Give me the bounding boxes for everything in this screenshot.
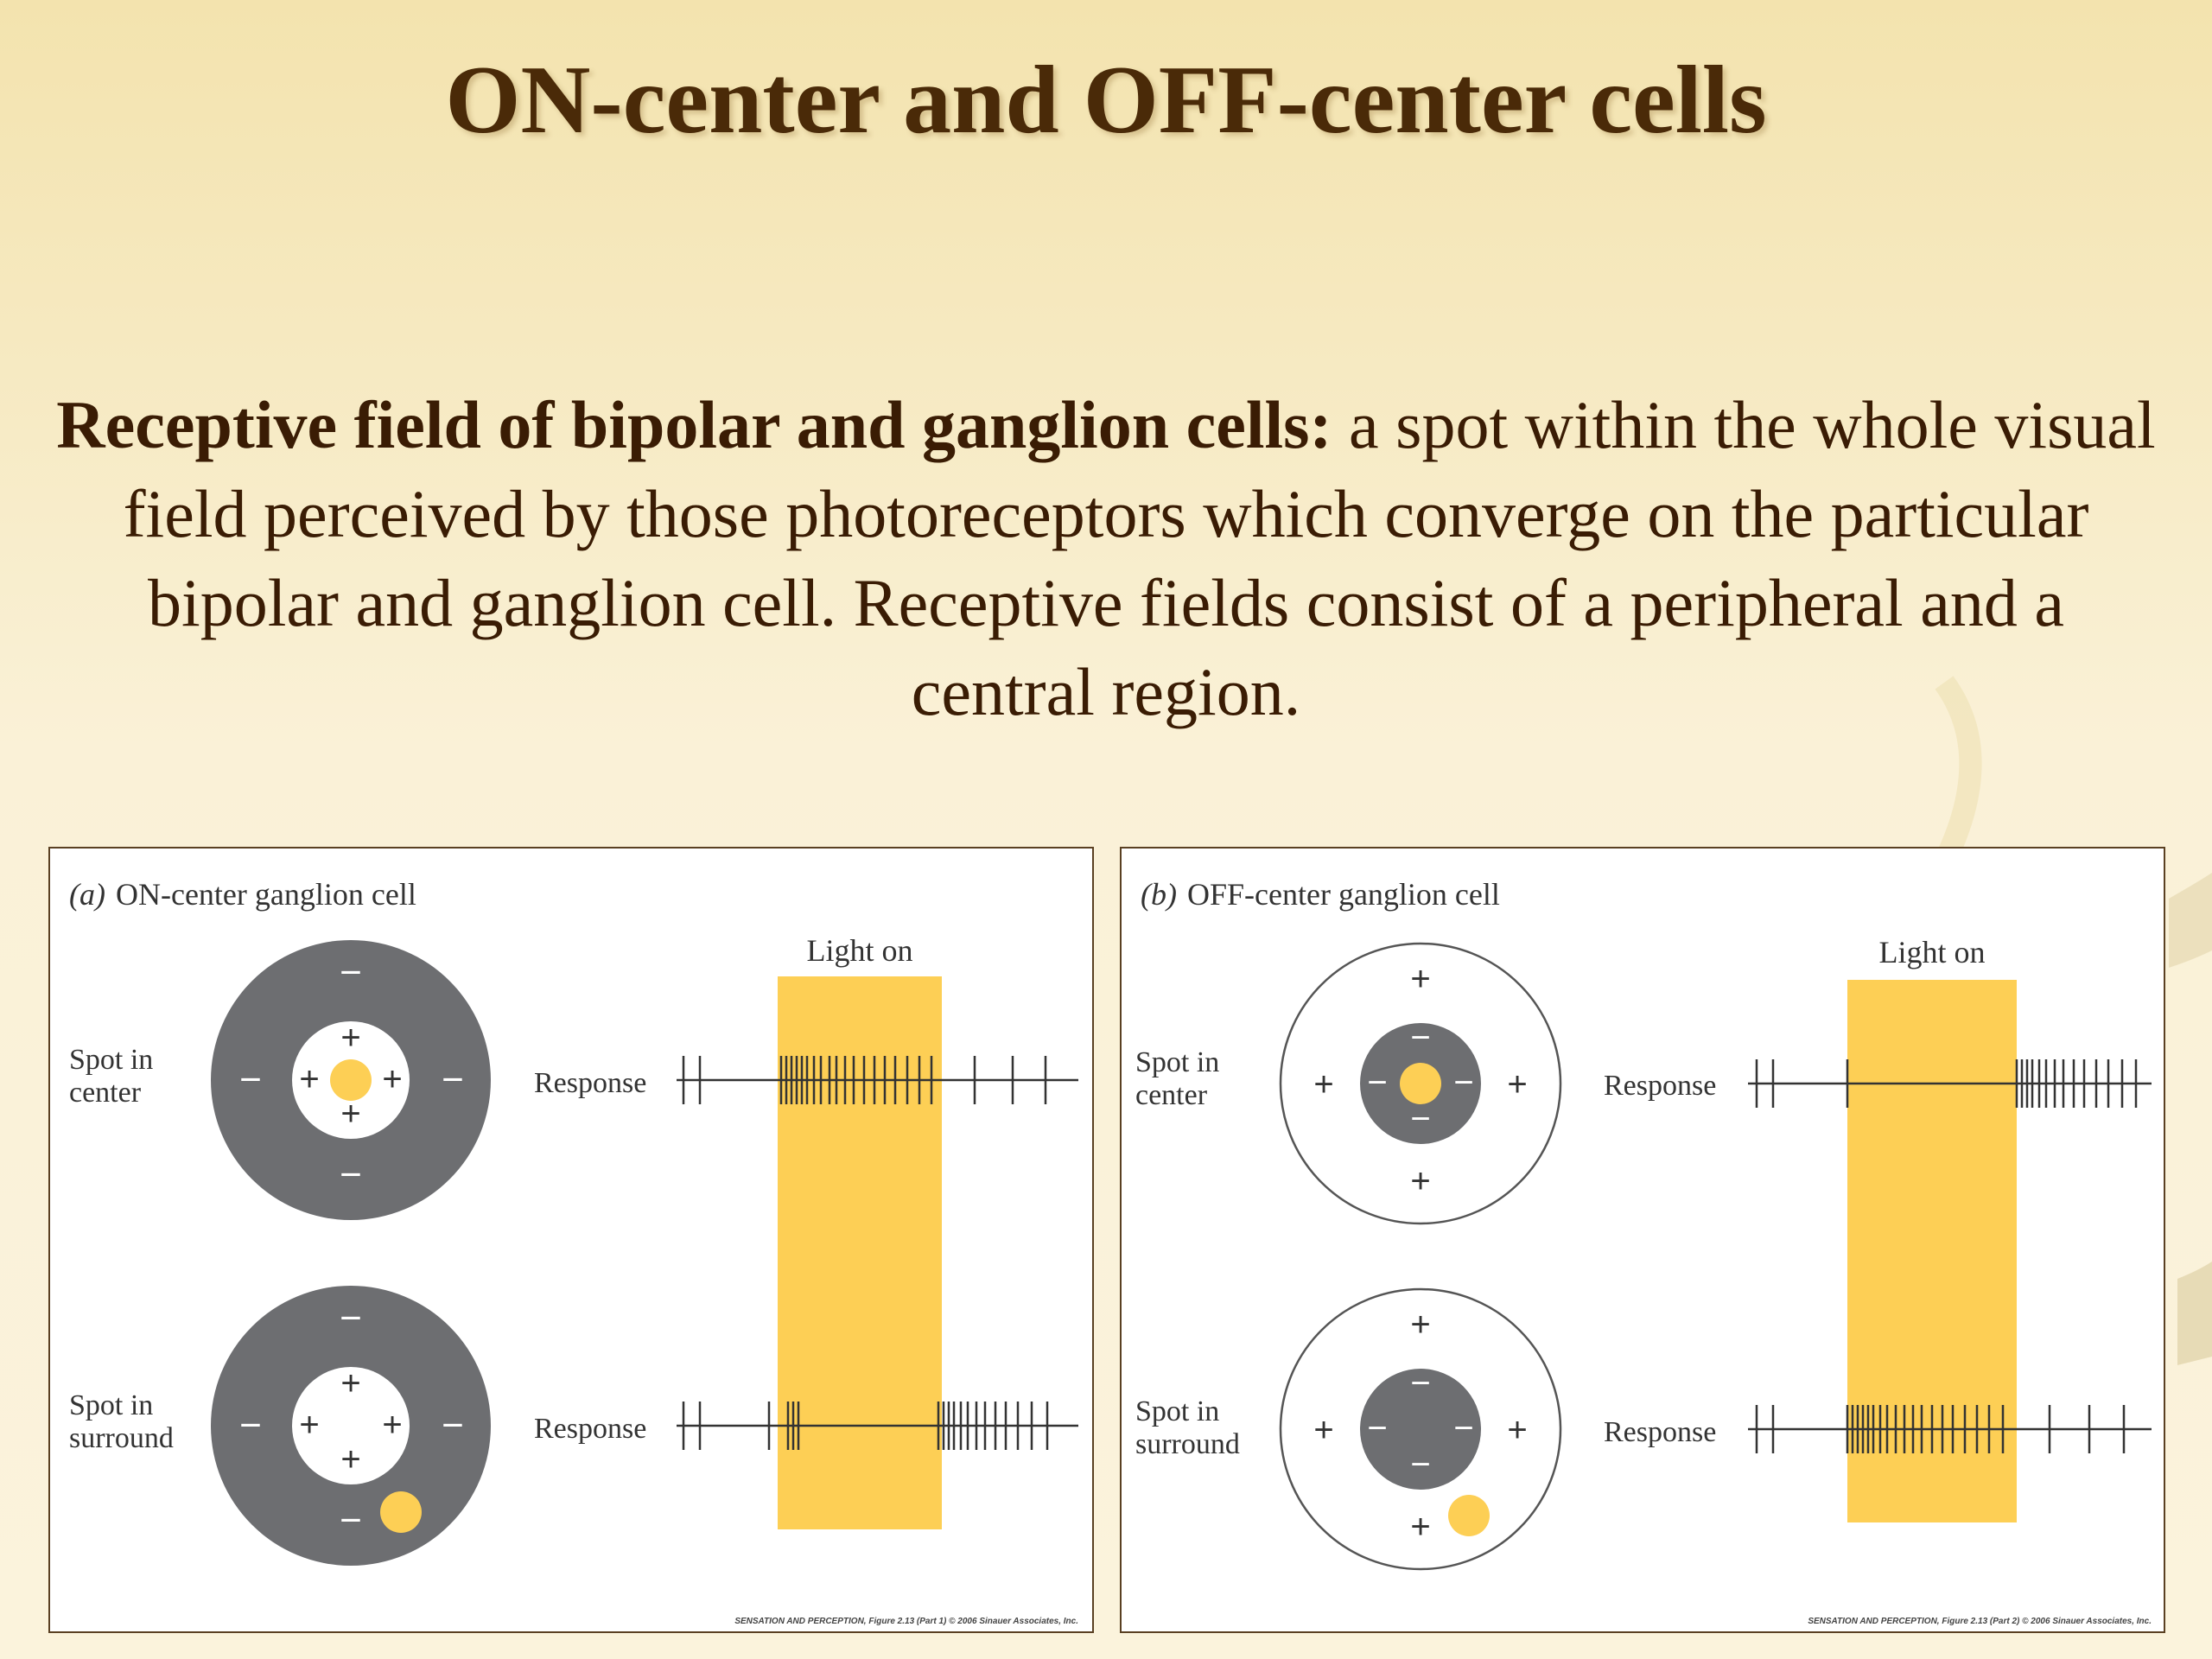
center-sign: + <box>382 1406 402 1444</box>
definition-term: Receptive field of bipolar and ganglion … <box>56 387 1332 462</box>
center-sign: + <box>340 1440 360 1478</box>
row-label-surround: surround <box>1135 1428 1240 1460</box>
light-on-band <box>778 976 942 1529</box>
spike-train-on-center-spot <box>682 1056 1047 1104</box>
response-label: Response <box>534 1413 646 1445</box>
center-sign: + <box>382 1060 402 1098</box>
surround-sign: + <box>1410 1162 1430 1200</box>
light-on-label: Light on <box>1879 935 1986 969</box>
light-on-label: Light on <box>807 933 913 968</box>
center-sign: − <box>1453 1064 1473 1102</box>
light-spot-icon <box>380 1491 422 1533</box>
definition-text: a spot within the whole visual field per… <box>123 387 2156 729</box>
center-sign: − <box>1410 1019 1430 1057</box>
receptive-field-off-center-spot: − − − − + + + + <box>1279 942 1562 1225</box>
off-center-diagram: (b)OFF-center ganglion cell Light on Spo… <box>1135 877 2152 1626</box>
spike-train-off-center-spot <box>1755 1059 2138 1108</box>
center-region <box>1360 1369 1481 1490</box>
surround-sign: + <box>1507 1411 1527 1449</box>
on-center-diagram: (a)ON-center ganglion cell Light on Spot… <box>69 877 1078 1626</box>
center-sign: + <box>299 1060 319 1098</box>
surround-sign: + <box>1410 960 1430 998</box>
surround-sign: − <box>239 1404 262 1446</box>
center-sign: − <box>1410 1446 1430 1484</box>
center-sign: + <box>340 1364 360 1402</box>
surround-sign: − <box>239 1058 262 1101</box>
center-region <box>292 1367 410 1484</box>
row-label-center: center <box>69 1077 142 1109</box>
surround-sign: − <box>340 1297 362 1339</box>
surround-sign: − <box>340 1499 362 1541</box>
center-sign: − <box>1410 1364 1430 1402</box>
surround-sign: + <box>1313 1065 1333 1103</box>
center-sign: + <box>340 1019 360 1057</box>
slide-title: ON-center and OFF-center cells <box>445 47 1767 154</box>
surround-sign: − <box>340 951 362 994</box>
response-label: Response <box>1604 1416 1716 1448</box>
figure-credit: SENSATION AND PERCEPTION, Figure 2.13 (P… <box>1808 1617 2152 1626</box>
spike-train-on-center-surround <box>682 1402 1049 1450</box>
panel-a-heading: (a)ON-center ganglion cell <box>69 877 416 912</box>
surround-sign: + <box>1410 1306 1430 1344</box>
row-label-surround: surround <box>69 1422 174 1454</box>
row-label-spot-in-center: Spot in <box>69 1044 153 1076</box>
light-spot-icon <box>1400 1063 1441 1104</box>
figure-credit: SENSATION AND PERCEPTION, Figure 2.13 (P… <box>734 1617 1078 1626</box>
surround-sign: − <box>442 1404 464 1446</box>
surround-sign: − <box>442 1058 464 1101</box>
response-label: Response <box>1604 1070 1716 1102</box>
spike-train-off-center-surround <box>1755 1405 2126 1453</box>
row-label-spot-in-center: Spot in <box>1135 1046 1219 1078</box>
surround-sign: + <box>1507 1065 1527 1103</box>
panel-b-heading: (b)OFF-center ganglion cell <box>1141 877 1500 912</box>
receptive-field-on-center-surround: + + + + − − − − <box>211 1286 491 1566</box>
center-sign: + <box>340 1095 360 1133</box>
response-label: Response <box>534 1067 646 1099</box>
row-label-center: center <box>1135 1079 1208 1111</box>
surround-sign: + <box>1410 1508 1430 1546</box>
off-center-panel: (b)OFF-center ganglion cell Light on Spo… <box>1120 847 2165 1633</box>
row-label-spot-in-surround: Spot in <box>69 1389 153 1421</box>
receptive-field-on-center-spot: + + + + − − − − <box>211 940 491 1220</box>
center-sign: − <box>1453 1409 1473 1447</box>
light-spot-icon <box>1448 1495 1490 1536</box>
center-sign: + <box>299 1406 319 1444</box>
center-sign: − <box>1367 1064 1387 1102</box>
center-sign: − <box>1367 1409 1387 1447</box>
receptive-field-off-center-surround: − − − − + + + + <box>1279 1287 1562 1571</box>
light-spot-icon <box>330 1059 372 1101</box>
center-sign: − <box>1410 1100 1430 1138</box>
row-label-spot-in-surround: Spot in <box>1135 1395 1219 1427</box>
on-center-panel: (a)ON-center ganglion cell Light on Spot… <box>48 847 1094 1633</box>
definition-paragraph: Receptive field of bipolar and ganglion … <box>52 380 2160 736</box>
surround-sign: + <box>1313 1411 1333 1449</box>
surround-sign: − <box>340 1154 362 1196</box>
